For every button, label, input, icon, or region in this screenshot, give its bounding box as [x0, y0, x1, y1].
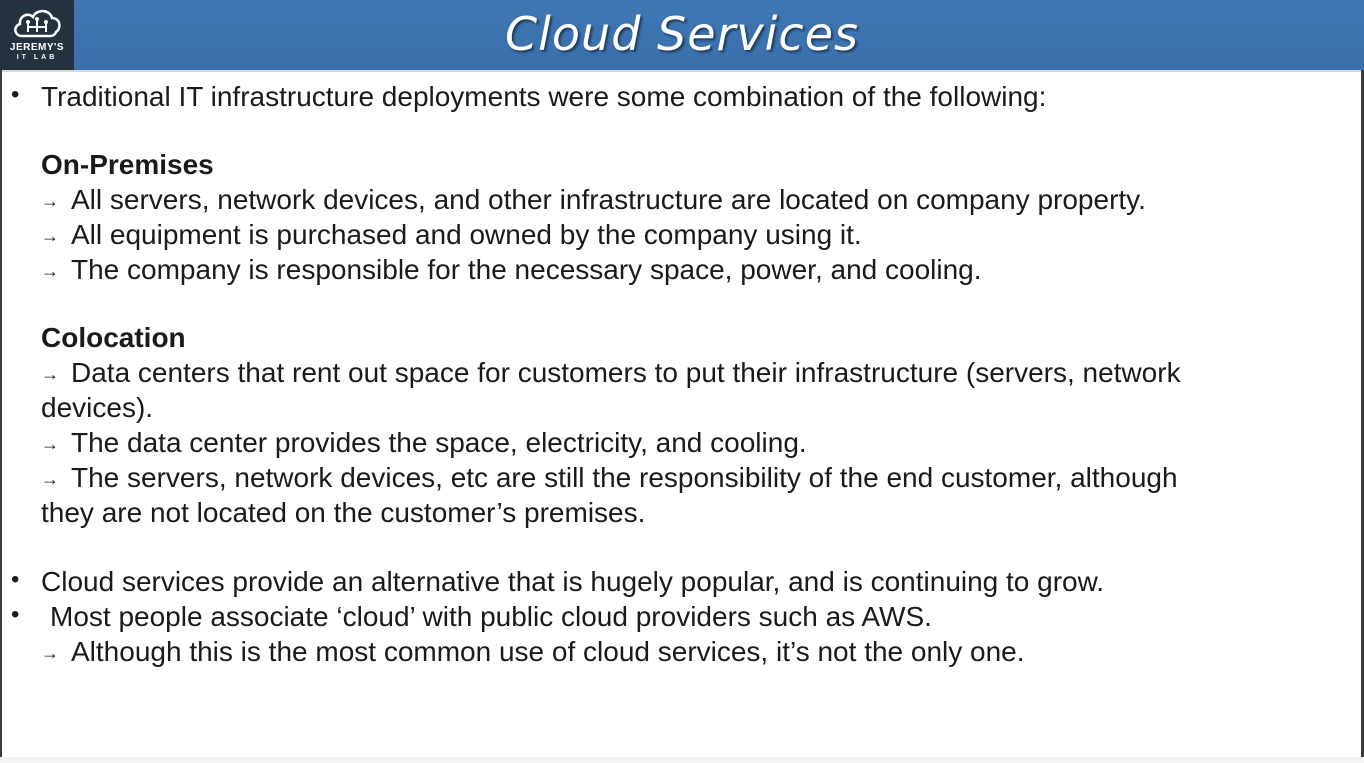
arrow-icon: → [41, 191, 59, 211]
frame-border-left [0, 70, 2, 763]
bullet-marker: • [11, 601, 20, 628]
frame-border-right [1361, 70, 1364, 763]
onprem-point-text: All servers, network devices, and other … [71, 184, 1146, 215]
logo-subtitle: IT LAB [16, 54, 58, 61]
intro-text: Traditional IT infrastructure deployment… [41, 81, 1047, 112]
cloud-bullet-text: Cloud services provide an alternative th… [41, 566, 1105, 597]
arrow-icon: → [41, 643, 59, 663]
title-bar: JEREMY'S IT LAB Cloud Services [0, 0, 1364, 72]
colocation-point-text: The data center provides the space, elec… [71, 427, 807, 458]
cloud-provider-bullet-text: Most people associate ‘cloud’ with publi… [50, 601, 932, 632]
cloud-provider-sub-point: → Although this is the most common use of… [41, 634, 1025, 671]
arrow-icon: → [41, 261, 59, 281]
colocation-point-1: → Data centers that rent out space for cu… [41, 355, 1181, 392]
colocation-point-text: The servers, network devices, etc are st… [71, 462, 1178, 493]
arrow-icon: → [41, 226, 59, 246]
colocation-heading: Colocation [41, 322, 186, 353]
arrow-icon: → [41, 434, 59, 454]
colocation-point-1-cont: devices). [41, 392, 154, 423]
bullet-marker: • [11, 566, 20, 593]
logo-name: JEREMY'S [9, 42, 65, 53]
onprem-heading: On-Premises [41, 149, 214, 180]
colocation-point-2: → The data center provides the space, ele… [41, 425, 807, 462]
slide-title: Cloud Services [505, 7, 859, 61]
cloud-sub-point-text: Although this is the most common use of … [71, 636, 1025, 667]
onprem-point-3: → The company is responsible for the nece… [41, 252, 982, 289]
logo: JEREMY'S IT LAB [0, 0, 74, 70]
onprem-point-2: → All equipment is purchased and owned by… [41, 217, 862, 254]
colocation-point-text: Data centers that rent out space for cus… [71, 357, 1181, 388]
arrow-icon: → [41, 364, 59, 384]
colocation-point-3-cont: they are not located on the customer’s p… [41, 497, 646, 528]
arrow-icon: → [41, 469, 59, 489]
colocation-point-3: → The servers, network devices, etc are s… [41, 460, 1178, 497]
onprem-point-text: The company is responsible for the neces… [71, 254, 982, 285]
onprem-point-text: All equipment is purchased and owned by … [71, 219, 862, 250]
bottom-edge [0, 757, 1364, 763]
cloud-circuit-icon [14, 9, 61, 38]
onprem-point-1: → All servers, network devices, and other… [41, 182, 1146, 219]
bullet-marker: • [11, 81, 20, 108]
